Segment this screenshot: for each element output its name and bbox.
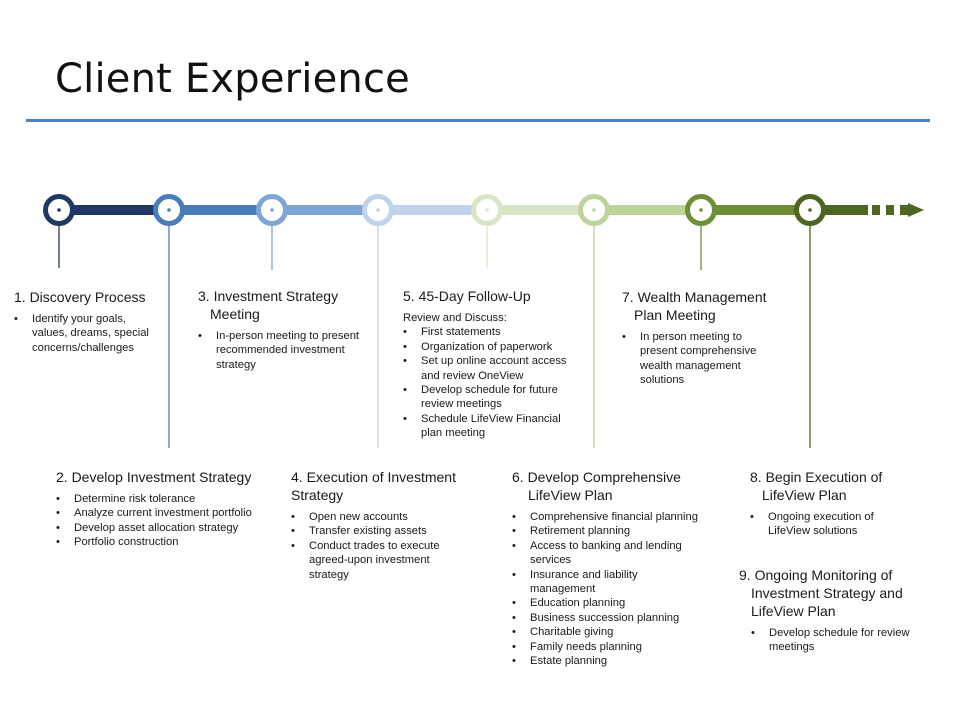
list-item: Organization of paperwork [403,340,583,355]
timeline-segment [378,205,487,215]
list-item: Ongoing execution of LifeView solutions [750,510,910,539]
step-4: 4. Execution of Investment Strategy Open… [291,468,471,582]
timeline-node [43,194,75,226]
timeline-segment [59,205,169,215]
list-item: Access to banking and lending services [512,539,702,568]
list-item: Develop schedule for review meetings [751,626,929,655]
step-4-bullets: Open new accounts Transfer existing asse… [291,510,471,582]
timeline-segment [169,205,272,215]
list-item: Estate planning [512,654,702,669]
step-1-title: 1. Discovery Process [14,289,146,305]
timeline-segment [272,205,378,215]
list-item: Schedule LifeView Financial plan meeting [403,412,583,441]
step-6-bullets: Comprehensive financial planning Retirem… [512,510,702,669]
step-7: 7. Wealth Management Plan Meeting In per… [622,288,782,388]
step-9: 9. Ongoing Monitoring of Investment Stra… [739,566,929,655]
title-underline [26,119,930,122]
step-8-bullets: Ongoing execution of LifeView solutions [750,510,910,539]
timeline-segment [810,205,868,215]
list-item: Determine risk tolerance [56,492,286,507]
timeline-segment [487,205,594,215]
timeline-node [153,194,185,226]
step-2-bullets: Determine risk tolerance Analyze current… [56,492,286,550]
list-item: Education planning [512,596,702,611]
step-5: 5. 45-Day Follow-Up Review and Discuss: … [403,287,583,441]
list-item: Charitable giving [512,625,702,640]
step-8: 8. Begin Execution of LifeView Plan Ongo… [750,468,910,539]
list-item: Conduct trades to execute agreed-upon in… [291,539,471,582]
timeline-node [685,194,717,226]
list-item: Develop asset allocation strategy [56,521,286,536]
timeline-arrow [872,203,924,217]
timeline-segment [594,205,701,215]
page-title: Client Experience [55,56,410,102]
list-item: Family needs planning [512,640,702,655]
step-3: 3. Investment Strategy Meeting In-person… [198,287,363,372]
list-item: Insurance and liability management [512,568,702,597]
step-6: 6. Develop Comprehensive LifeView Plan C… [512,468,702,669]
list-item: Open new accounts [291,510,471,525]
timeline-node [471,194,503,226]
step-4-title: 4. Execution of Investment Strategy [291,469,456,503]
timeline-segment [701,205,810,215]
list-item: Analyze current investment portfolio [56,506,286,521]
step-5-title: 5. 45-Day Follow-Up [403,288,531,304]
step-2: 2. Develop Investment Strategy Determine… [56,468,286,550]
list-item: Retirement planning [512,524,702,539]
list-item: Transfer existing assets [291,524,471,539]
timeline-node [362,194,394,226]
step-3-title: 3. Investment Strategy Meeting [198,288,339,322]
step-5-bullets: First statements Organization of paperwo… [403,325,583,440]
list-item: Portfolio construction [56,535,286,550]
timeline-node [256,194,288,226]
step-6-title: 6. Develop Comprehensive LifeView Plan [512,469,681,503]
step-2-title: 2. Develop Investment Strategy [56,469,252,485]
step-1-bullets: Identify your goals, values, dreams, spe… [14,312,164,355]
step-9-title: 9. Ongoing Monitoring of Investment Stra… [739,567,903,619]
list-item: Business succession planning [512,611,702,626]
list-item: In person meeting to present comprehensi… [622,330,782,388]
step-1: 1. Discovery Process Identify your goals… [14,288,164,355]
timeline-node [794,194,826,226]
timeline [43,194,924,448]
step-5-intro: Review and Discuss: [403,312,507,324]
step-3-bullets: In-person meeting to present recommended… [198,329,363,372]
step-8-title: 8. Begin Execution of LifeView Plan [750,469,883,503]
timeline-node [578,194,610,226]
step-9-bullets: Develop schedule for review meetings [739,626,929,655]
list-item: Identify your goals, values, dreams, spe… [14,312,164,355]
list-item: Set up online account access and review … [403,354,583,383]
step-7-bullets: In person meeting to present comprehensi… [622,330,782,388]
list-item: First statements [403,325,583,340]
list-item: Comprehensive financial planning [512,510,702,525]
step-7-title: 7. Wealth Management Plan Meeting [622,289,767,323]
list-item: Develop schedule for future review meeti… [403,383,583,412]
list-item: In-person meeting to present recommended… [198,329,363,372]
